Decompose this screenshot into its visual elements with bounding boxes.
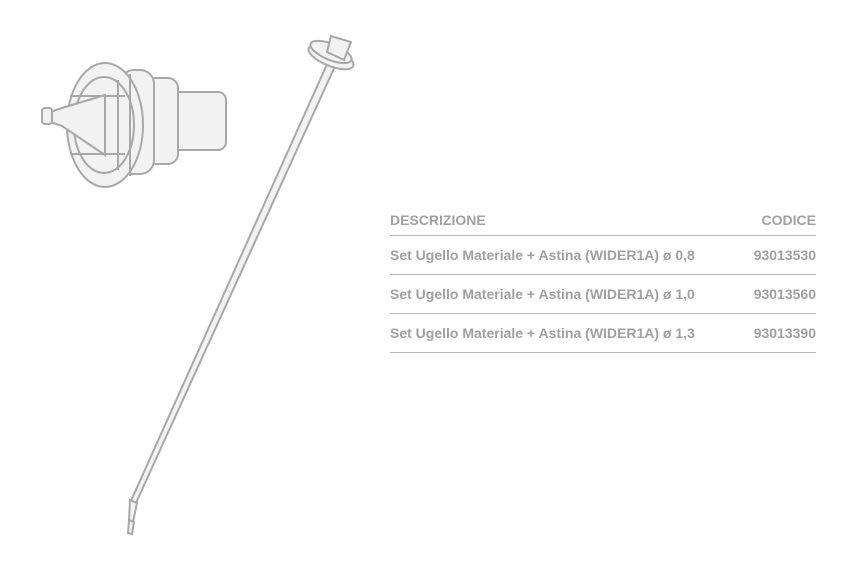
nozzle-drawing <box>41 62 227 188</box>
table-row: Set Ugello Materiale + Astina (WIDER1A) … <box>390 275 816 314</box>
description-header: DESCRIZIONE <box>390 212 486 228</box>
needle-drawing <box>126 34 355 536</box>
row-description: Set Ugello Materiale + Astina (WIDER1A) … <box>390 247 695 263</box>
row-description: Set Ugello Materiale + Astina (WIDER1A) … <box>390 286 695 302</box>
row-description: Set Ugello Materiale + Astina (WIDER1A) … <box>390 325 695 341</box>
table-row: Set Ugello Materiale + Astina (WIDER1A) … <box>390 236 816 275</box>
table-row: Set Ugello Materiale + Astina (WIDER1A) … <box>390 314 816 353</box>
row-code: 93013390 <box>753 325 816 341</box>
row-code: 93013530 <box>753 247 816 263</box>
product-code-table: DESCRIZIONE CODICE Set Ugello Materiale … <box>390 205 816 353</box>
code-header: CODICE <box>761 212 816 228</box>
row-code: 93013560 <box>753 286 816 302</box>
table-header: DESCRIZIONE CODICE <box>390 205 816 236</box>
